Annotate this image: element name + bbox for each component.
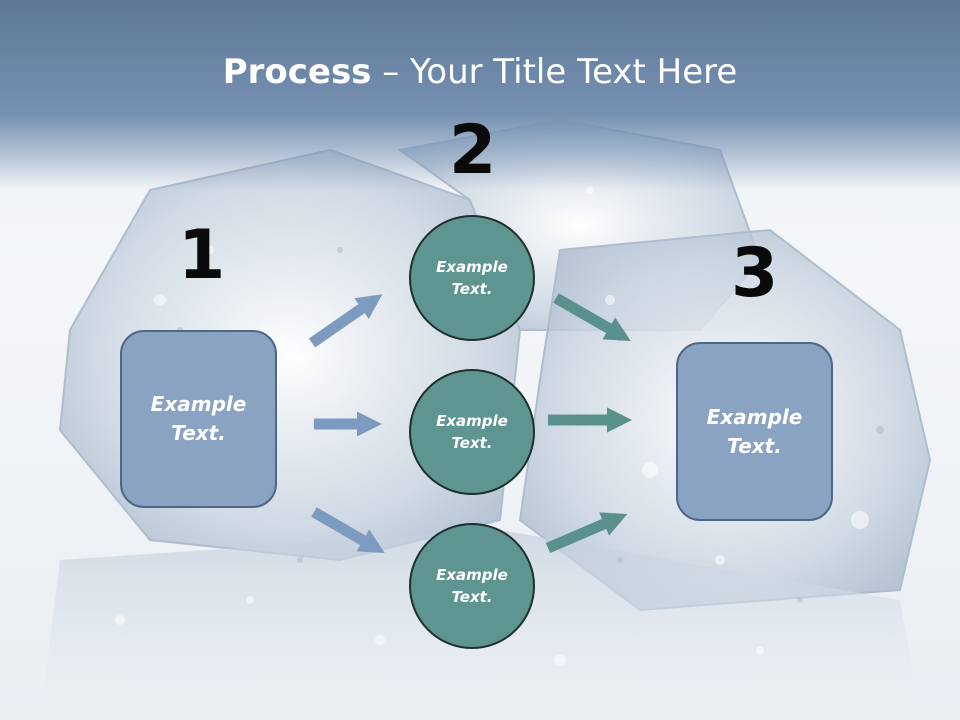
title-bold: Process: [222, 52, 372, 92]
step-3-line1: Example: [706, 404, 803, 429]
circle-middle-text: Example Text.: [436, 410, 508, 455]
title-rest: – Your Title Text Here: [371, 52, 738, 92]
step-number-2: 2: [449, 111, 497, 190]
circle-bottom-text: Example Text.: [436, 564, 508, 609]
step-2-circle-top: Example Text.: [409, 215, 535, 341]
step-number-1: 1: [178, 216, 226, 295]
step-3-line2: Text.: [727, 433, 782, 458]
circle-top-text: Example Text.: [436, 256, 508, 301]
title-band: [0, 0, 960, 190]
step-1-box: Example Text.: [120, 330, 277, 508]
circle-bottom-line2: Text.: [451, 588, 493, 606]
circle-middle-line1: Example: [436, 411, 508, 430]
step-1-text: Example Text.: [151, 390, 247, 448]
circle-top-line1: Example: [436, 257, 508, 276]
step-3-box: Example Text.: [676, 342, 833, 521]
circle-top-line2: Text.: [451, 280, 493, 298]
step-2-circle-middle: Example Text.: [409, 369, 535, 495]
step-number-3: 3: [731, 234, 779, 313]
step-3-text: Example Text.: [707, 403, 803, 461]
slide-title: Process – Your Title Text Here: [0, 52, 960, 92]
step-2-circle-bottom: Example Text.: [409, 523, 535, 649]
circle-middle-line2: Text.: [451, 434, 493, 452]
step-1-line2: Text.: [171, 421, 226, 445]
circle-bottom-line1: Example: [436, 565, 508, 584]
step-1-line1: Example: [150, 392, 247, 416]
